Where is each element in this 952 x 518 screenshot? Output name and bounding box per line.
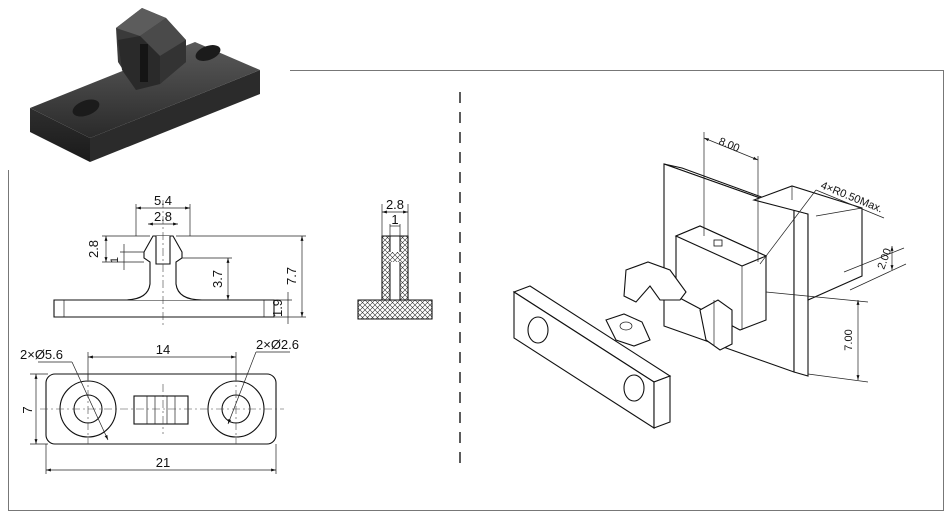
drawing-frame xyxy=(8,70,944,511)
dim-lip-height: 1 xyxy=(109,257,121,263)
part-render-3d xyxy=(0,0,290,170)
dim-total-height: 7.7 xyxy=(284,267,299,285)
dim-top-length: 21 xyxy=(156,455,170,470)
dim-base-height: 1.9 xyxy=(270,299,285,317)
front-view: 5.4 2.8 2.8 1 3.7 7.7 1.9 xyxy=(53,193,306,326)
dim-head-height: 2.8 xyxy=(86,240,101,258)
dim-hole-small: 2×Ø2.6 xyxy=(256,337,299,352)
dim-section-inner: 1 xyxy=(391,212,398,227)
dim-assembly-gap: 2.00 xyxy=(876,247,895,271)
dim-top-height: 7 xyxy=(20,406,35,413)
dim-top-width: 5.4 xyxy=(154,193,172,208)
dim-assembly-width: 8.00 xyxy=(717,136,741,155)
section-view: 2.8 1 xyxy=(357,197,433,320)
dim-hole-large: 2×Ø5.6 xyxy=(20,347,63,362)
dim-assembly-height: 7.00 xyxy=(843,329,855,350)
dim-slot-width: 2.8 xyxy=(154,209,172,224)
dim-hole-spacing: 14 xyxy=(156,342,170,357)
top-view: 14 2×Ø5.6 2×Ø2.6 7 21 xyxy=(20,337,299,474)
assembly-exploded-view: 8.00 4×R0.50Max. 2.00 7.00 xyxy=(512,132,907,430)
dim-section-width: 2.8 xyxy=(386,197,404,212)
dim-stem-height: 3.7 xyxy=(210,270,225,288)
